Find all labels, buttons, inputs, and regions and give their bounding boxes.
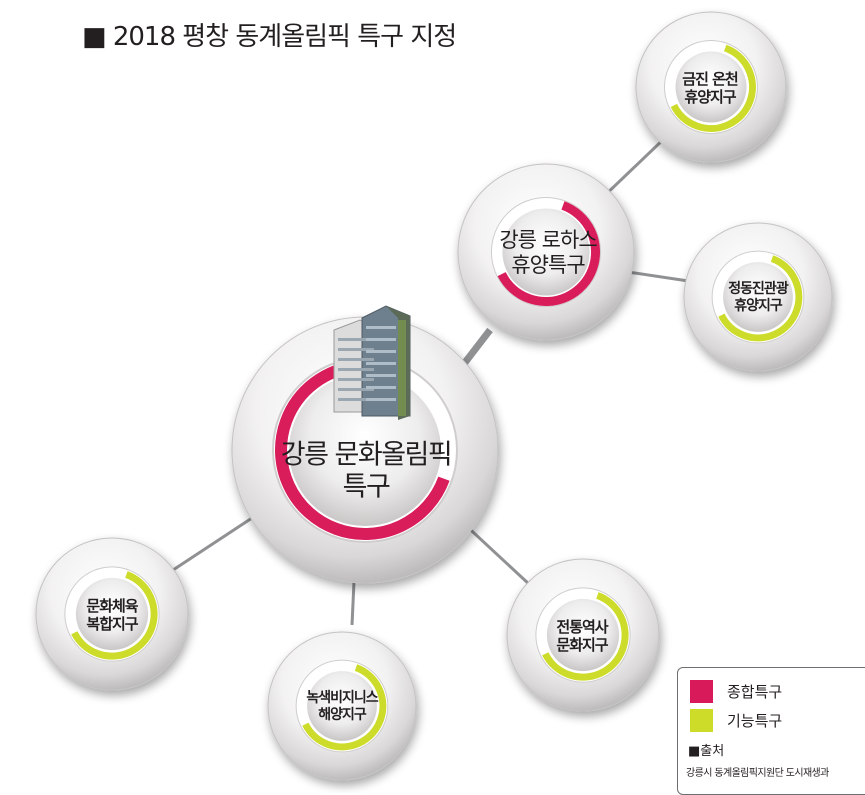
node-geumjin-line1: 금진 온천 [682,70,738,88]
node-geumjin-line2: 휴양지구 [684,88,736,106]
node-jeongdong-line1: 정동진관광 [728,281,788,298]
node-green-business-ring [297,661,387,751]
node-jeongdong [683,222,833,372]
node-traditional-history-ring [537,589,629,681]
node-geumjin [635,11,787,163]
node-loha-line2: 휴양특구 [511,253,585,277]
legend-source: 강릉시 동계올림픽지원단 도시재생과 [686,768,829,779]
center-label-line1: 강릉 문화올림픽 [280,439,453,471]
legend-label-comprehensive: 종합특구 [727,683,783,701]
node-geumjin-ring [666,42,756,132]
node-culture-sports-core [75,577,149,651]
node-green-business-core [307,671,377,741]
node-jeongdong-line2: 휴양지구 [734,298,783,314]
node-label-culture-sports: 문화체육 복합지구 [86,597,138,633]
node-jeongdong-core [723,262,793,332]
node-traditional-history-core [546,598,620,672]
node-label-green-business: 녹색비지니스 해양지구 [306,690,378,724]
center-node-label: 강릉 문화올림픽 특구 [280,439,453,505]
center-label-line2: 특구 [342,472,391,503]
legend-label-functional: 기능특구 [727,712,783,730]
legend-swatch-functional [690,709,713,732]
building-icon [333,305,411,420]
node-loha-line1: 강릉 로하스 [499,227,597,252]
node-loha-core [502,208,590,296]
node-label-traditional-history: 전통역사 문화지구 [556,618,608,654]
connector-loha-jeongdong [627,270,696,284]
connector-loha-geumjin [598,133,670,202]
connector-center-culture-sports [169,516,253,574]
connector-center-traditional-history [458,518,532,587]
node-label-geumjin: 금진 온천 휴양지구 [682,70,738,106]
node-green-business [267,631,417,781]
node-culture-sports-ring [66,568,158,660]
node-label-loha: 강릉 로하스 휴양특구 [499,227,597,278]
legend-source-title: ■출처 [688,744,725,759]
node-geumjin-core [675,51,747,123]
node-green-business-line1: 녹색비지니스 [306,690,378,707]
legend-item-comprehensive: 종합특구 [690,680,782,703]
node-loha [457,163,635,341]
node-culture-sports [35,537,189,691]
diagram-title: ■ 2018 평창 동계올림픽 특구 지정 [82,22,457,52]
legend-swatch-comprehensive [690,680,713,703]
node-traditional-history [506,558,660,712]
node-traditional-history-line1: 전통역사 [556,618,608,636]
node-label-jeongdong: 정동진관광 휴양지구 [728,281,788,315]
satellite-nodes [35,11,833,781]
legend: 종합특구 기능특구 ■출처 강릉시 동계올림픽지원단 도시재생과 [677,667,865,795]
node-green-business-line2: 해양지구 [318,707,367,723]
node-culture-sports-line1: 문화체육 [86,597,138,615]
center-node [231,316,499,584]
node-culture-sports-line2: 복합지구 [86,615,138,633]
node-traditional-history-line2: 문화지구 [556,636,608,654]
legend-item-functional: 기능특구 [690,709,782,732]
